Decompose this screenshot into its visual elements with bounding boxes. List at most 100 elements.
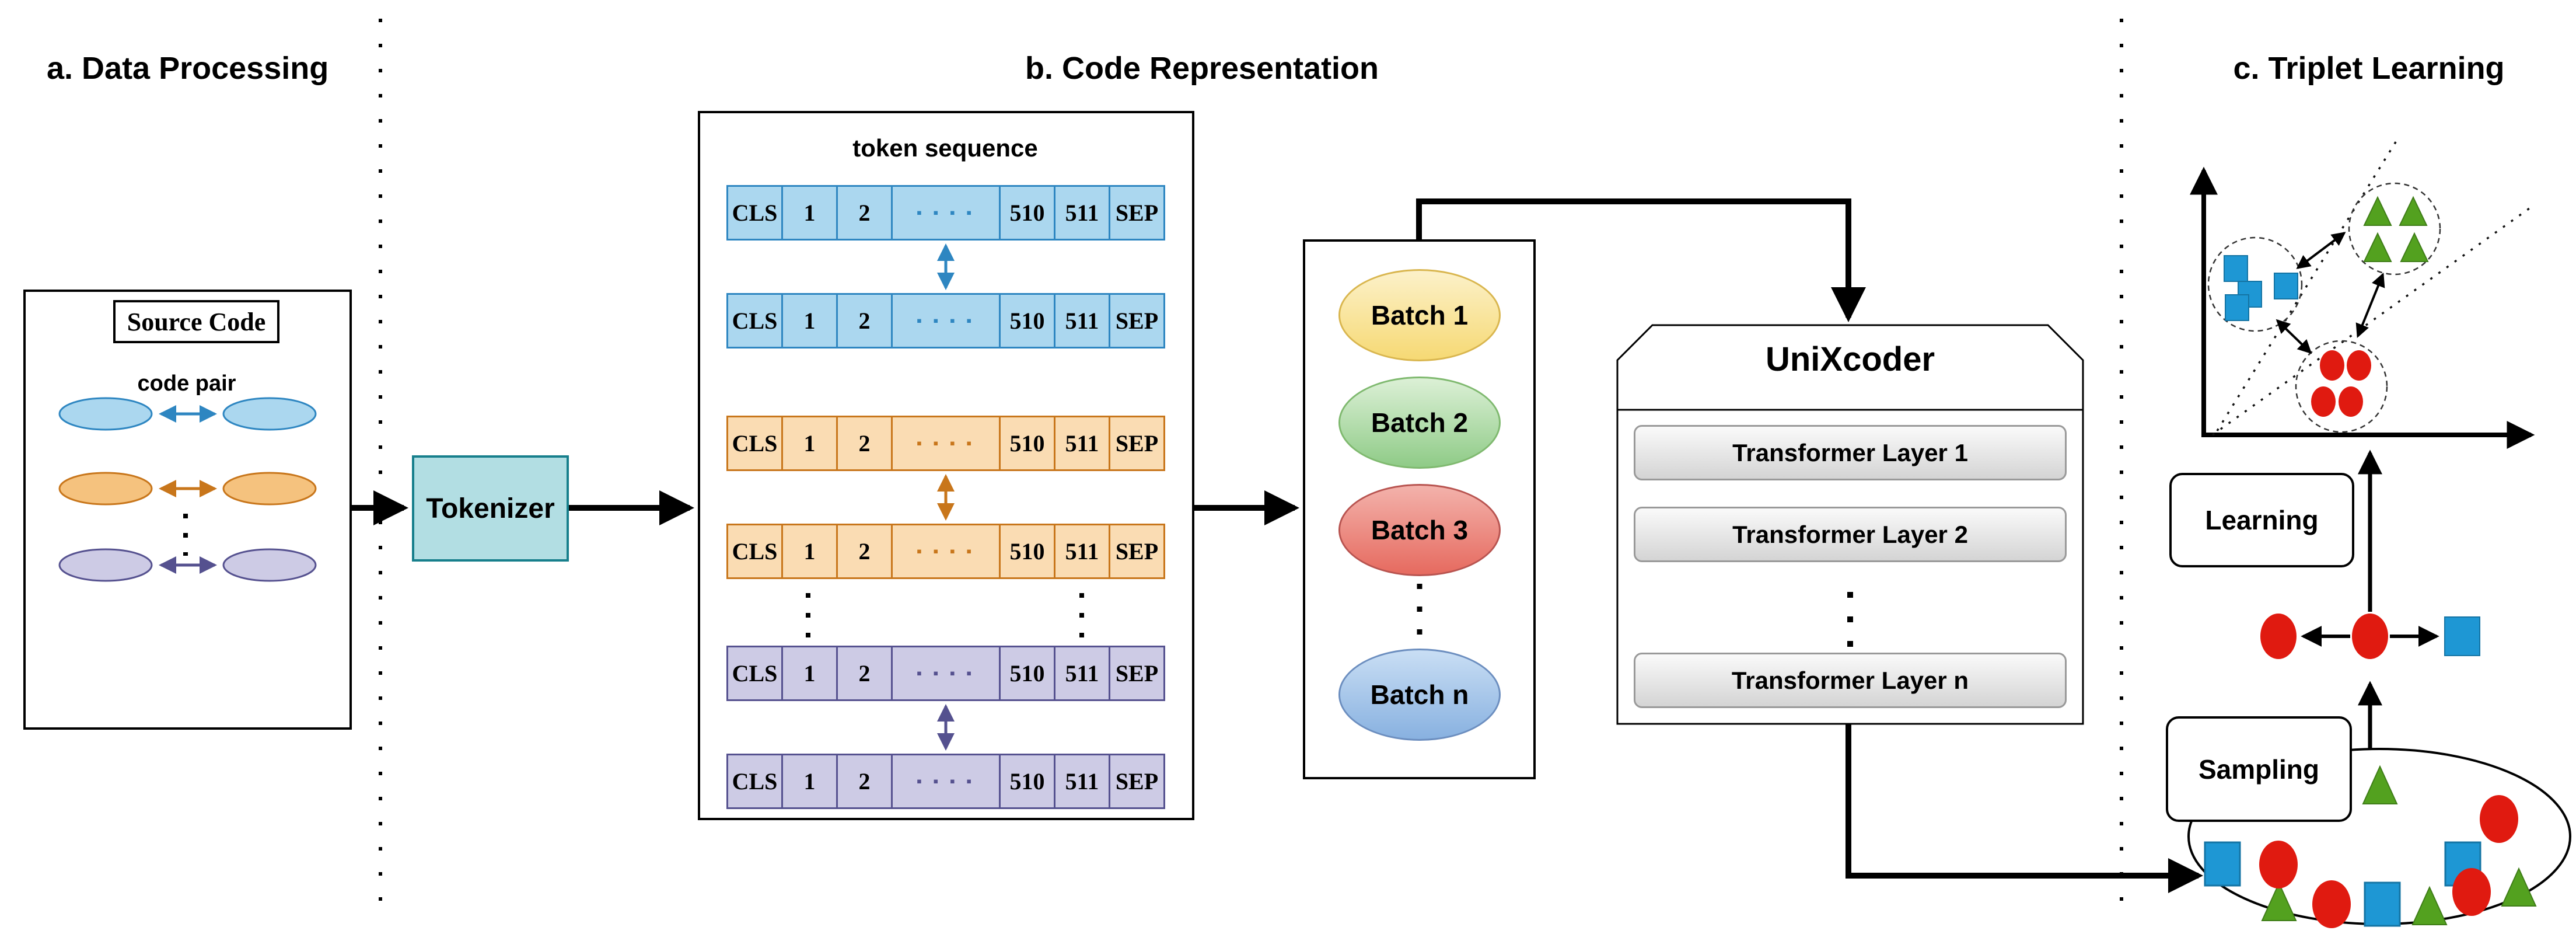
square-point bbox=[2225, 294, 2249, 321]
batch-ellipse: Batch 3 bbox=[1338, 484, 1501, 576]
arrow-batches-to-unixcoder bbox=[1416, 198, 1866, 323]
cluster-circles bbox=[2207, 182, 2441, 433]
section-b-title: b. Code Representation bbox=[1025, 51, 1379, 86]
token-cell: CLS bbox=[732, 660, 778, 686]
triplet-sample bbox=[2260, 449, 2480, 750]
section-c-title: c. Triplet Learning bbox=[2233, 51, 2505, 86]
token-pair-arrows bbox=[806, 243, 1084, 751]
code-pair-label: code pair bbox=[137, 371, 236, 396]
token-cell: 510 bbox=[999, 647, 1054, 699]
token-ellipsis-cell: ▪ ▪ ▪ ▪ bbox=[891, 525, 999, 577]
tokenizer-box: Tokenizer bbox=[412, 455, 569, 562]
token-ellipsis-cell: ▪ ▪ ▪ ▪ bbox=[891, 755, 999, 807]
positive-sample bbox=[2260, 614, 2297, 659]
token-cell: 1 bbox=[781, 647, 836, 699]
sampling-box: Sampling bbox=[2166, 716, 2352, 822]
unixcoder-title: UniXcoder bbox=[1765, 340, 1935, 378]
circle-point bbox=[2347, 350, 2371, 381]
token-cell: SEP bbox=[1109, 417, 1163, 469]
triangle-sample bbox=[2261, 881, 2297, 921]
token-cell: CLS bbox=[732, 308, 778, 334]
code-pair-purple bbox=[58, 548, 317, 582]
token-cell: 1 bbox=[781, 525, 836, 577]
token-cell: SEP bbox=[1109, 187, 1163, 239]
token-sequence-box bbox=[698, 111, 1194, 820]
token-ellipsis-cell: ▪ ▪ ▪ ▪ bbox=[891, 295, 999, 347]
batch-box bbox=[1303, 239, 1536, 779]
code-ellipse bbox=[58, 397, 153, 431]
cluster-circle-squares bbox=[2207, 236, 2303, 332]
circle-sample bbox=[2259, 841, 2298, 888]
token-ellipsis-cell: ▪ ▪ ▪ ▪ bbox=[891, 187, 999, 239]
pool-circles bbox=[2259, 795, 2518, 928]
code-pair-blue bbox=[58, 397, 317, 431]
token-cell: SEP bbox=[1109, 755, 1163, 807]
triangle-point bbox=[2399, 196, 2428, 226]
token-cell: 2 bbox=[836, 295, 891, 347]
token-cell: CLS bbox=[732, 538, 778, 564]
cluster-circle-triangles bbox=[2348, 182, 2441, 276]
flow-arrows bbox=[352, 198, 2204, 893]
triangle-sample bbox=[2362, 765, 2398, 804]
token-ellipsis-cell: ▪ ▪ ▪ ▪ bbox=[891, 647, 999, 699]
arrow-unixcoder-to-pool bbox=[1846, 724, 2204, 893]
token-cell: 510 bbox=[999, 295, 1054, 347]
decision-boundaries bbox=[2211, 140, 2535, 436]
code-ellipse bbox=[222, 548, 317, 582]
negative-sample bbox=[2444, 616, 2480, 656]
boundary-line bbox=[2216, 140, 2398, 431]
code-pair-orange bbox=[58, 472, 317, 506]
source-code-pairs bbox=[58, 397, 317, 582]
token-cell: CLS bbox=[732, 200, 778, 226]
boundary-line bbox=[2211, 204, 2535, 436]
cluster-triangles bbox=[2363, 196, 2429, 262]
token-cell: 2 bbox=[836, 755, 891, 807]
token-cell: 510 bbox=[999, 417, 1054, 469]
token-ellipsis-cell: ▪ ▪ ▪ ▪ bbox=[891, 417, 999, 469]
token-cell: SEP bbox=[1109, 295, 1163, 347]
anchor-sample bbox=[2352, 614, 2388, 659]
pool-triangles bbox=[2261, 765, 2537, 925]
token-cell: 2 bbox=[836, 417, 891, 469]
batch-ellipse: Batch 2 bbox=[1338, 377, 1501, 469]
section-a-title: a. Data Processing bbox=[47, 51, 329, 86]
token-cell: CLS bbox=[732, 768, 778, 794]
batch-ellipse: Batch n bbox=[1338, 649, 1501, 741]
distance-arrow bbox=[2296, 232, 2346, 269]
plot-axes bbox=[2190, 166, 2535, 449]
token-cell: 1 bbox=[781, 755, 836, 807]
token-cell: 511 bbox=[1054, 647, 1109, 699]
token-cell: 510 bbox=[999, 525, 1054, 577]
learning-box: Learning bbox=[2169, 473, 2354, 567]
cluster-circle-circles bbox=[2295, 340, 2388, 433]
square-point bbox=[2274, 273, 2298, 299]
circle-sample bbox=[2480, 795, 2518, 843]
distance-arrow bbox=[2355, 273, 2385, 338]
token-cell: CLS bbox=[732, 430, 778, 456]
distance-arrow bbox=[2276, 319, 2312, 354]
triangle-sample bbox=[2501, 867, 2537, 907]
token-cell: 510 bbox=[999, 755, 1054, 807]
circle-point bbox=[2339, 386, 2363, 417]
triangle-point bbox=[2363, 232, 2392, 262]
triangle-sample bbox=[2411, 886, 2448, 925]
cluster-circles-red bbox=[2311, 350, 2371, 417]
token-cell: 2 bbox=[836, 647, 891, 699]
token-cell: 511 bbox=[1054, 187, 1109, 239]
source-code-box bbox=[23, 290, 352, 730]
embedding-space-plot bbox=[2190, 140, 2535, 449]
token-cell: 511 bbox=[1054, 755, 1109, 807]
circle-point bbox=[2311, 386, 2336, 417]
batch-ellipse: Batch 1 bbox=[1338, 269, 1501, 361]
token-cell: SEP bbox=[1109, 525, 1163, 577]
square-point bbox=[2224, 255, 2248, 282]
circle-sample bbox=[2312, 880, 2351, 928]
code-ellipse bbox=[222, 472, 317, 506]
token-cell: 2 bbox=[836, 525, 891, 577]
cluster-distance-arrows bbox=[2276, 232, 2385, 354]
token-cell: 1 bbox=[781, 187, 836, 239]
